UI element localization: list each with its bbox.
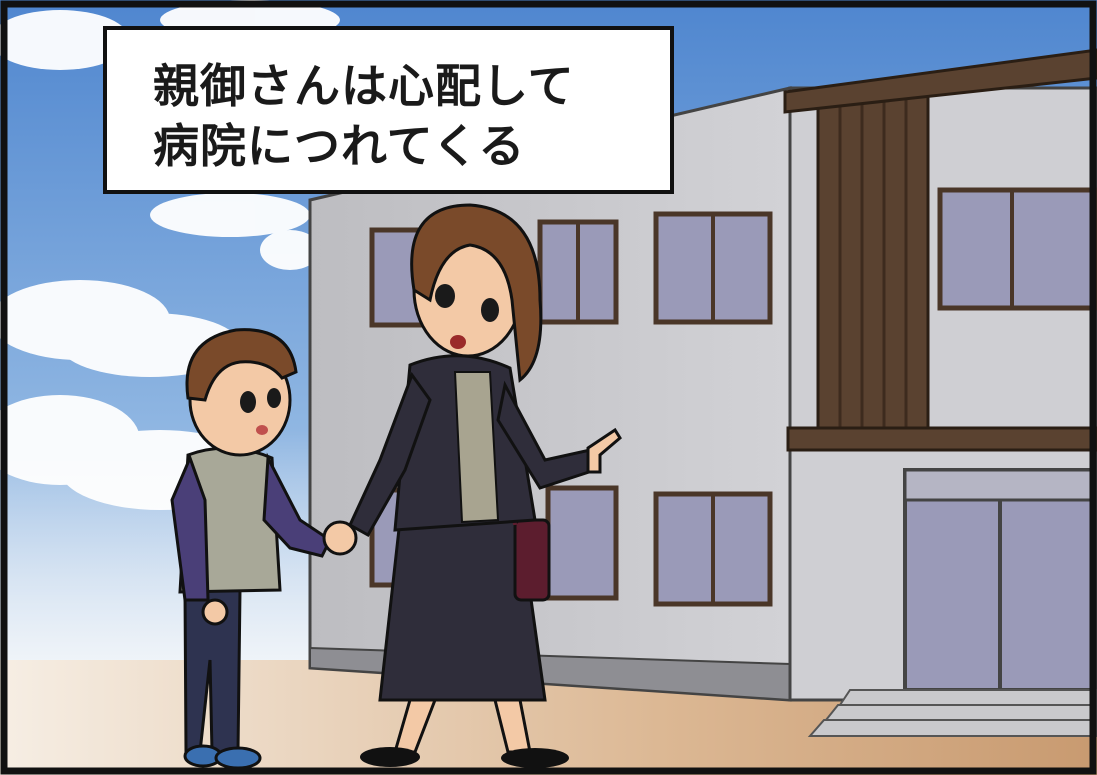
child-figure xyxy=(170,328,332,770)
handbag xyxy=(513,518,551,602)
caption-box: 親御さんは心配して 病院につれてくる xyxy=(103,26,674,194)
entrance-steps xyxy=(807,689,1097,737)
caption-line-2: 病院につれてくる xyxy=(153,119,526,173)
caption-line-1: 親御さんは心配して xyxy=(153,59,575,113)
mother-figure xyxy=(322,203,622,768)
building-windows xyxy=(369,187,1097,607)
